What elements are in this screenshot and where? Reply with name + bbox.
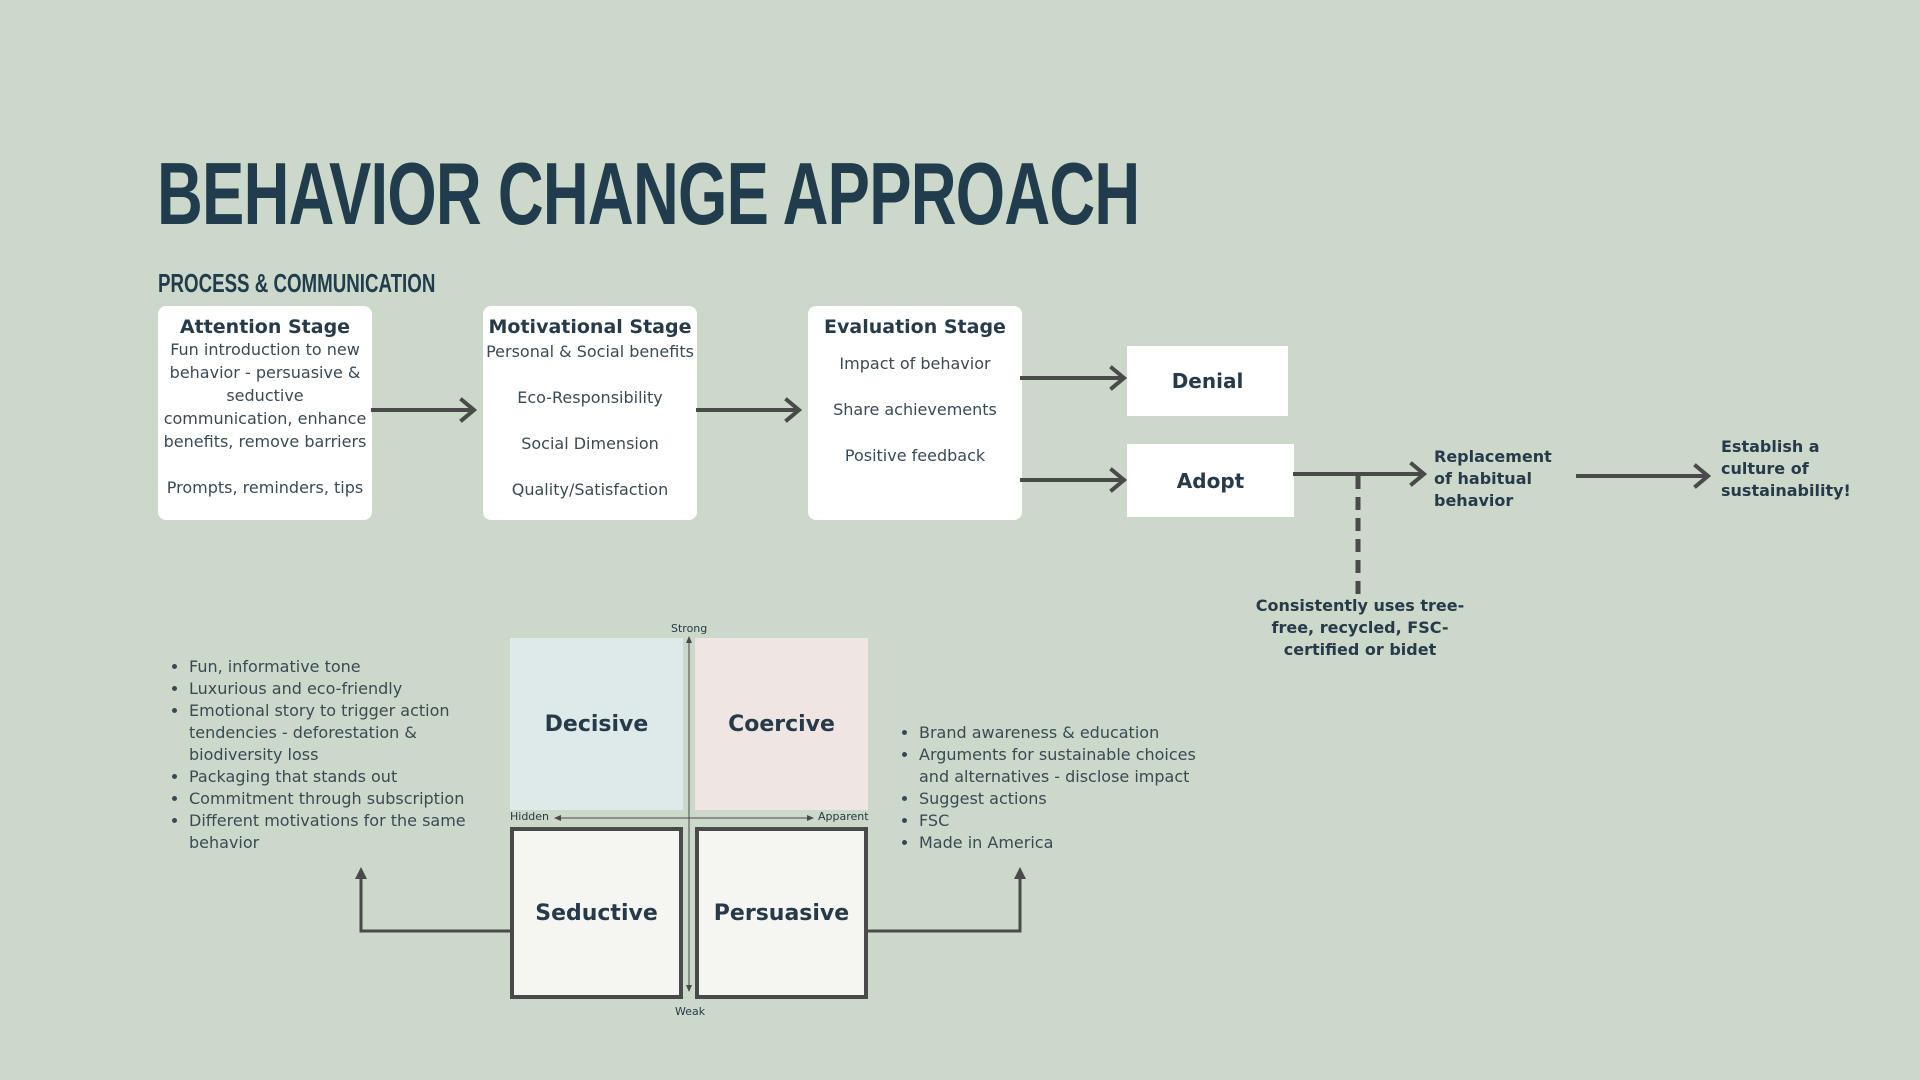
evaluation-stage-title: Evaluation Stage: [824, 316, 1006, 338]
attention-stage-title: Attention Stage: [179, 316, 351, 338]
list-item: Made in America: [919, 832, 1219, 854]
list-item: Brand awareness & education: [919, 722, 1219, 744]
list-item: Commitment through subscription: [189, 788, 479, 810]
motivational-stage-title: Motivational Stage: [488, 316, 692, 338]
motivational-item: Quality/Satisfaction: [511, 480, 669, 499]
culture-note: Establish a culture of sustainability!: [1721, 437, 1851, 500]
axis-label-weak: Weak: [675, 1005, 706, 1018]
list-item: Different motivations for the same behav…: [189, 810, 479, 854]
seductive-quadrant: Seductive: [510, 827, 683, 999]
persuasive-quadrant: Persuasive: [695, 827, 868, 999]
replacement-note: Replacement of habitual behavior: [1434, 447, 1552, 510]
list-item: Arguments for sustainable choices and al…: [919, 744, 1219, 788]
attention-stage-card: Attention Stage Fun introduction to new …: [158, 306, 372, 520]
adopt-box: Adopt: [1127, 444, 1294, 517]
list-item: FSC: [919, 810, 1219, 832]
motivational-item: Eco-Responsibility: [517, 388, 663, 407]
axis-label-hidden: Hidden: [510, 810, 550, 823]
attention-stage-extra: Prompts, reminders, tips: [166, 478, 364, 497]
attention-stage-description: Fun introduction to new behavior - persu…: [163, 340, 367, 451]
axis-label-apparent: Apparent: [818, 810, 869, 823]
motivational-item: Social Dimension: [521, 434, 659, 453]
decisive-quadrant: Decisive: [510, 638, 683, 810]
consistent-note: Consistently uses tree-free, recycled, F…: [1255, 596, 1465, 659]
page-title: BEHAVIOR CHANGE APPROACH: [157, 144, 1140, 243]
list-item: Fun, informative tone: [189, 656, 479, 678]
denial-box: Denial: [1127, 346, 1288, 416]
page-subtitle: PROCESS & COMMUNICATION: [158, 268, 436, 298]
list-item: Emotional story to trigger action tenden…: [189, 700, 479, 766]
right-bullet-list: Brand awareness & education Arguments fo…: [889, 722, 1219, 854]
list-item: Luxurious and eco-friendly: [189, 678, 479, 700]
axis-label-strong: Strong: [671, 622, 708, 635]
evaluation-item: Impact of behavior: [839, 354, 991, 373]
list-item: Suggest actions: [919, 788, 1219, 810]
evaluation-item: Share achievements: [833, 400, 997, 419]
motivational-stage-card: Motivational Stage Personal & Social ben…: [483, 306, 697, 520]
evaluation-item: Positive feedback: [844, 446, 986, 465]
motivational-item: Personal & Social benefits: [486, 342, 694, 361]
evaluation-stage-card: Evaluation Stage Impact of behavior Shar…: [808, 306, 1022, 520]
coercive-quadrant: Coercive: [695, 638, 868, 810]
list-item: Packaging that stands out: [189, 766, 479, 788]
left-bullet-list: Fun, informative tone Luxurious and eco-…: [159, 656, 479, 854]
